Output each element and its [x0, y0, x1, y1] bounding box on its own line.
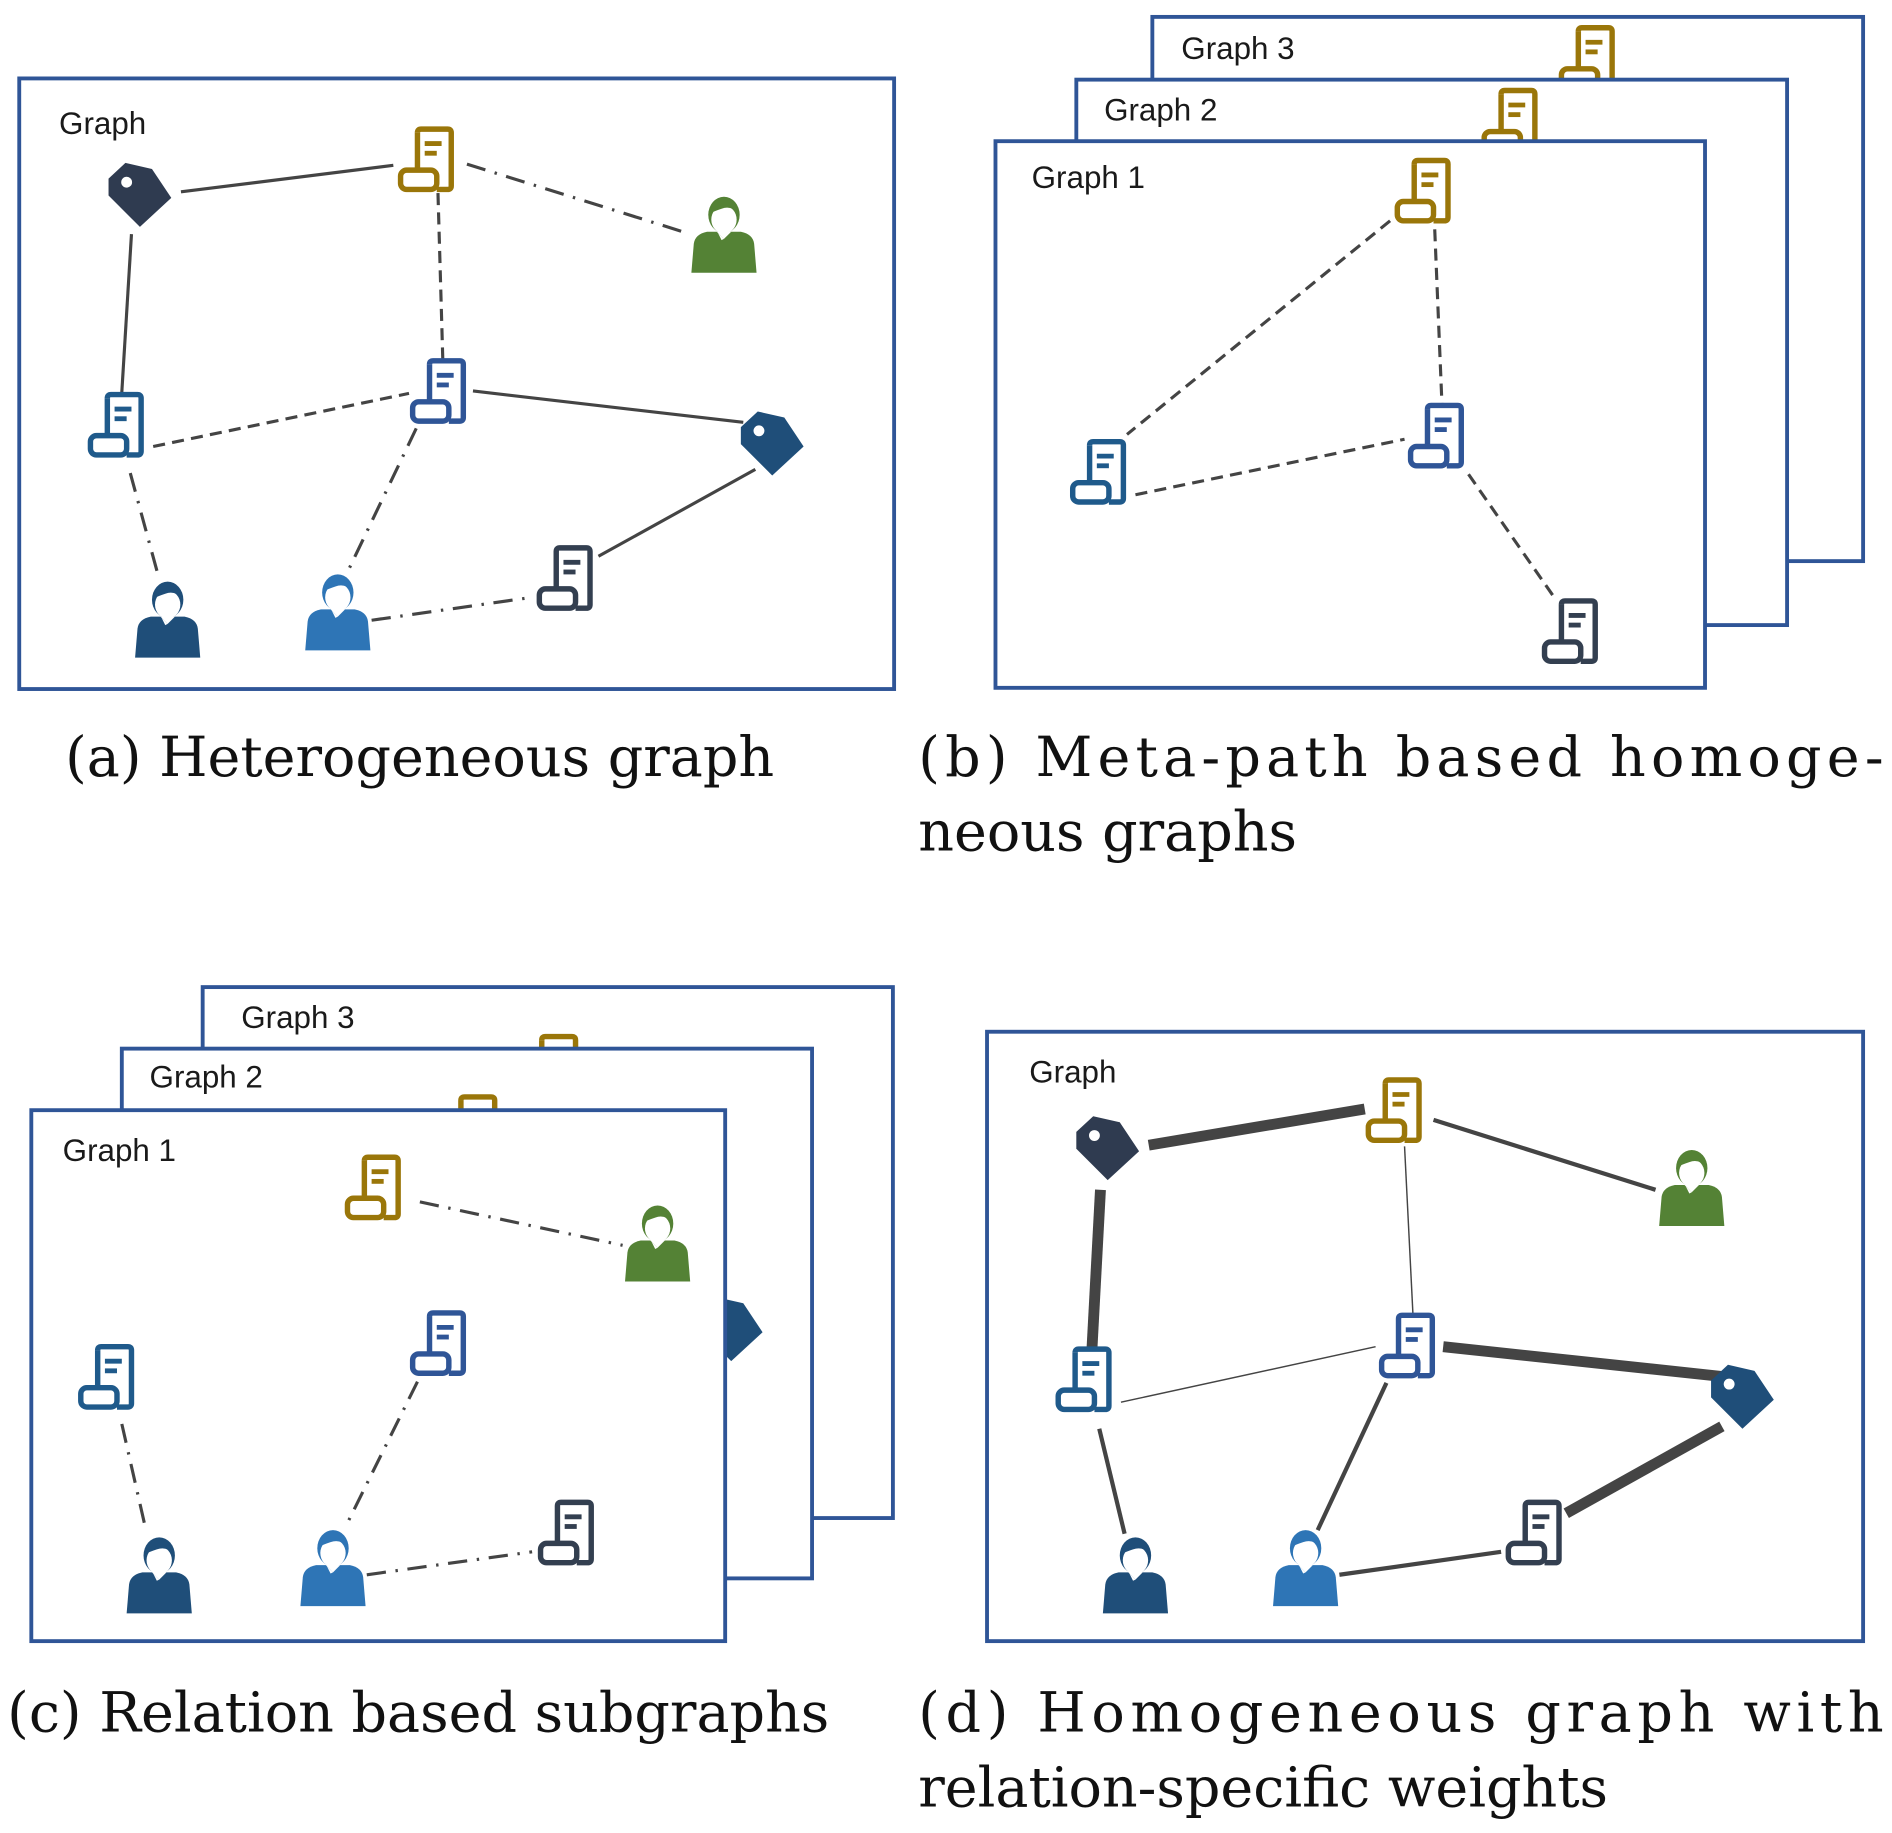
edge-person-doc	[371, 595, 533, 622]
edge-medium	[1432, 1117, 1657, 1192]
edges	[120, 1200, 623, 1577]
panel-caption: (b) Meta-path based homoge-	[918, 725, 1883, 790]
panel-caption-line2: relation-specific weights	[918, 1755, 1608, 1820]
edge-doc-doc	[1467, 473, 1556, 599]
frame-label: Graph	[59, 106, 146, 141]
edge-tag-doc	[120, 234, 134, 393]
edge-doc-person	[419, 1200, 623, 1247]
graph-frame-1	[993, 139, 1707, 690]
edge-heavy	[1147, 1103, 1366, 1151]
edge-doc-doc	[1433, 229, 1444, 405]
frame-label: Graph 2	[1104, 93, 1217, 128]
panel-d: Graph (d) Homogeneous graph with relati	[918, 1029, 1884, 1820]
edge-heavy	[1442, 1341, 1727, 1383]
edge-medium	[1097, 1428, 1127, 1535]
edge-medium	[1315, 1382, 1389, 1532]
edge-heavy	[1563, 1421, 1725, 1518]
panel-caption: (d) Homogeneous graph with	[918, 1681, 1883, 1746]
panel-caption: (c) Relation based subgraphs	[7, 1681, 829, 1746]
panel-b: Graph 3 Graph 2 Graph 1 (b) Meta-path ba…	[918, 14, 1884, 865]
edge-heavy	[1086, 1189, 1106, 1349]
edge-doc-person	[347, 427, 418, 571]
frame-label: Graph 3	[241, 1000, 354, 1035]
edge-doc-person	[344, 1380, 419, 1526]
edge-doc-doc	[152, 391, 410, 449]
edge-tag-doc	[180, 163, 394, 194]
edge-tag-doc	[597, 468, 757, 558]
panel-a: Graph (a) Heterogeneous graph	[17, 76, 897, 790]
frame-label: Graph 2	[150, 1059, 263, 1094]
edge-doc-doc	[1135, 437, 1405, 497]
edge-doc-tag	[472, 389, 744, 424]
panel-caption-line2: neous graphs	[918, 800, 1297, 865]
edge-light	[1120, 1345, 1376, 1403]
frame-label: Graph	[1029, 1054, 1116, 1089]
panel-c: Graph 3 Graph 2 Graph 1 (c) Relation bas…	[7, 985, 895, 1746]
edges	[1086, 1103, 1727, 1577]
frame-label: Graph 3	[1181, 31, 1294, 66]
panel-caption: (a) Heterogeneous graph	[65, 725, 774, 790]
edges	[1126, 219, 1556, 599]
edges	[120, 162, 757, 622]
edge-doc-person	[120, 1423, 148, 1531]
edge-medium	[1339, 1549, 1502, 1577]
edge-doc-person	[128, 472, 161, 580]
frame-label: Graph 1	[1032, 160, 1145, 195]
edge-person-doc	[366, 1550, 533, 1577]
edge-doc-doc	[436, 193, 445, 360]
frame-label: Graph 1	[63, 1133, 176, 1168]
edge-light	[1403, 1146, 1414, 1316]
